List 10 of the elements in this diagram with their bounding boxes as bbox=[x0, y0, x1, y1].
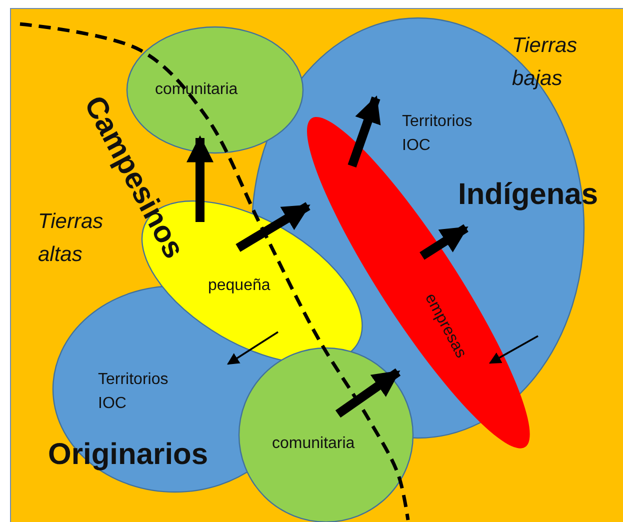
arrow bbox=[348, 95, 381, 168]
arrow bbox=[488, 335, 538, 364]
region-label: pequeña bbox=[208, 276, 272, 296]
region-label: Territorios IOC bbox=[402, 112, 474, 156]
arrow bbox=[227, 331, 278, 365]
region-label: comunitaria bbox=[272, 434, 356, 454]
region-label: Territorios IOC bbox=[98, 370, 170, 414]
arrow bbox=[420, 224, 468, 260]
arrow bbox=[335, 368, 401, 418]
arrow bbox=[236, 202, 310, 252]
